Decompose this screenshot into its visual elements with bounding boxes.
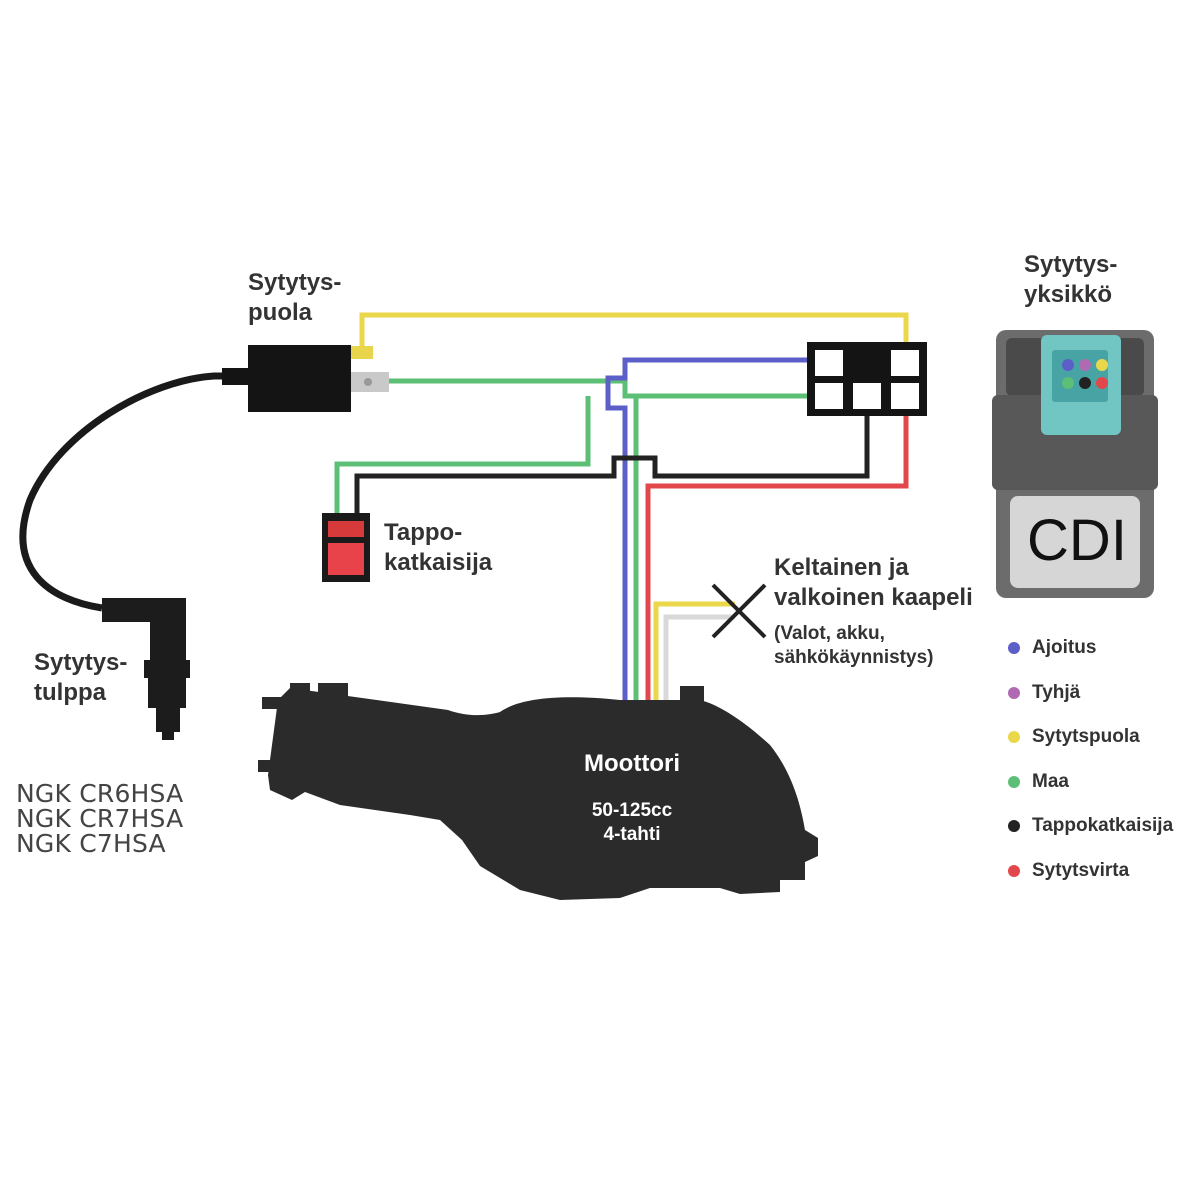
cable-label: Keltainen ja valkoinen kaapeli — [774, 554, 973, 611]
legend-item: Tappokatkaisija — [1006, 804, 1173, 849]
legend-item: Sytytspuola — [1006, 715, 1173, 760]
legend-item: Maa — [1006, 760, 1173, 805]
legend-dot-icon — [1008, 731, 1020, 744]
cable-note: (Valot, akku, sähkökäynnistys) — [774, 623, 934, 668]
engine-specs: 50-125cc 4-tahti — [591, 800, 673, 845]
legend-item: Ajoitus — [1006, 626, 1173, 671]
ignition-unit-label: Sytytys- yksikkö — [1024, 251, 1118, 308]
spark-plug-model: NGK C7HSA — [16, 829, 166, 858]
cdi-pin — [1079, 359, 1091, 371]
legend-dot-icon — [1008, 820, 1020, 833]
spark-plug-label: Sytytys- tulppa — [34, 649, 128, 706]
legend-dot-icon — [1008, 775, 1020, 788]
spark-plug-model: NGK CR7HSA — [16, 804, 184, 833]
cdi-pin — [1096, 359, 1108, 371]
wire-red — [645, 400, 909, 700]
spark-plug — [102, 598, 190, 740]
spark-plug-model: NGK CR6HSA — [16, 779, 184, 808]
legend-label: Ajoitus — [1032, 637, 1097, 659]
kill-switch-label: Tappo- katkaisija — [384, 519, 493, 576]
legend-label: Sytytsvirta — [1032, 859, 1130, 881]
legend-item: Tyhjä — [1006, 671, 1173, 716]
cut-cross-icon — [711, 583, 767, 639]
legend-label: Tyhjä — [1032, 681, 1081, 703]
spark-plug-models: NGK CR6HSA NGK CR7HSA NGK C7HSA — [16, 781, 183, 856]
cdi-unit: CDI — [992, 330, 1158, 598]
wire-green-switch — [334, 396, 591, 518]
wire-black-switch — [354, 390, 870, 518]
legend-label: Maa — [1032, 770, 1069, 792]
wire-green-engine — [633, 393, 828, 700]
cdi-pin — [1062, 377, 1074, 389]
wire-blue — [605, 357, 828, 700]
coil-label: Sytytys- puola — [248, 269, 342, 326]
cdi-pin — [1062, 359, 1074, 371]
cdi-pin — [1096, 377, 1108, 389]
kill-switch — [322, 513, 370, 582]
legend-dot-icon — [1008, 686, 1020, 699]
wire-yellow-cut — [653, 601, 735, 700]
legend-dot-icon — [1008, 864, 1020, 877]
cdi-pin — [1079, 377, 1091, 389]
ignition-coil — [222, 345, 389, 412]
engine-title: Moottori — [584, 750, 680, 777]
engine-silhouette — [258, 683, 818, 900]
wire-white-cut — [663, 614, 735, 700]
spark-plug-lead — [19, 372, 248, 612]
legend-label: Tappokatkaisija — [1032, 815, 1174, 837]
legend-label: Sytytspuola — [1032, 726, 1140, 748]
legend-dot-icon — [1008, 642, 1020, 655]
wiring-connector — [807, 342, 927, 416]
legend-item: Sytytsvirta — [1006, 849, 1173, 894]
cdi-label: CDI — [1027, 508, 1127, 573]
